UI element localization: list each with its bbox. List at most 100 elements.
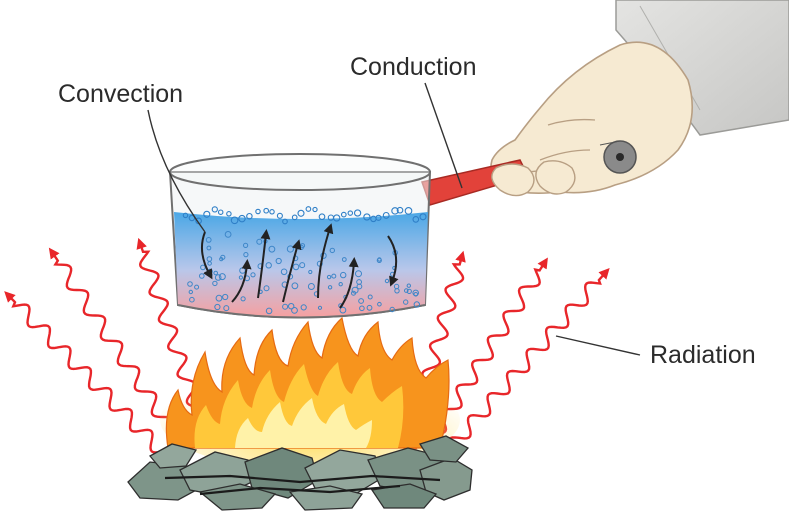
curved-arrow-icon	[200, 231, 213, 280]
bubble	[230, 216, 239, 225]
curved-arrow-icon	[257, 229, 271, 299]
bubble	[413, 292, 419, 297]
bubble	[356, 283, 363, 290]
bubble	[187, 281, 193, 287]
bubble	[194, 284, 200, 290]
bubble	[276, 212, 283, 219]
bubble	[403, 299, 409, 305]
bubble	[218, 273, 226, 281]
bubble	[265, 307, 273, 315]
radiation-label: Radiation	[650, 341, 756, 369]
bubble	[317, 305, 323, 310]
bubble	[212, 280, 218, 287]
bubble	[188, 289, 194, 295]
bubble	[312, 206, 318, 213]
bubble	[240, 296, 246, 302]
bubble	[255, 208, 261, 215]
hand	[490, 41, 694, 194]
bubble	[263, 207, 270, 214]
bubble	[291, 214, 298, 221]
bubble	[305, 206, 312, 212]
curved-arrow-icon	[231, 259, 252, 303]
bubble	[359, 305, 365, 312]
bubble	[340, 211, 347, 218]
pan-rim	[169, 153, 431, 191]
bubble	[288, 303, 295, 310]
bubble	[384, 278, 390, 284]
convection-label: Convection	[58, 80, 184, 108]
bubble	[275, 257, 282, 265]
coals	[127, 435, 473, 511]
bubble	[329, 247, 335, 254]
pan	[168, 153, 432, 319]
coal-piece	[198, 483, 277, 511]
fire	[160, 316, 460, 470]
curved-arrow-icon	[387, 235, 399, 287]
bubble	[307, 283, 315, 290]
bubble	[406, 288, 412, 294]
bubble	[291, 282, 299, 290]
bubble	[413, 301, 420, 308]
bubble	[394, 288, 400, 294]
bubble	[318, 213, 326, 221]
coal-crack	[199, 484, 401, 496]
bubble	[214, 303, 221, 311]
bubble	[355, 270, 362, 278]
bubble	[207, 261, 212, 266]
bubble	[326, 274, 332, 280]
bubble	[250, 272, 256, 278]
bubble	[404, 288, 409, 293]
bubble	[366, 304, 373, 311]
bubble	[182, 212, 189, 219]
bubble	[243, 252, 249, 258]
bubble	[263, 285, 270, 292]
curved-arrow-icon	[282, 239, 302, 303]
bubble	[389, 306, 395, 313]
bubble	[419, 213, 427, 221]
bubble	[340, 271, 347, 279]
bubble	[282, 303, 289, 310]
bubble	[363, 213, 371, 221]
bubble	[282, 218, 288, 225]
coal-crack	[164, 474, 441, 484]
hand-illustration	[490, 0, 789, 194]
bubble	[347, 210, 354, 216]
coal-piece	[288, 485, 364, 511]
bubble	[300, 304, 307, 311]
bubble	[382, 211, 390, 219]
conduction-leader	[424, 82, 463, 189]
bubble	[377, 301, 382, 307]
bubble	[206, 245, 212, 251]
bubble	[412, 216, 420, 223]
leader-lines	[147, 82, 641, 356]
bubble	[331, 273, 337, 279]
bubble	[327, 285, 333, 290]
coal-piece	[419, 435, 470, 463]
curved-arrow-icon	[339, 257, 359, 309]
bubble	[224, 231, 232, 238]
coal-piece	[148, 443, 198, 469]
bubble	[292, 263, 300, 271]
bubble	[268, 245, 276, 253]
bubble	[367, 294, 373, 300]
bubble	[269, 209, 275, 215]
bubble	[341, 257, 347, 262]
bubble	[406, 283, 411, 288]
bubble	[404, 207, 413, 215]
bubble	[351, 286, 359, 294]
bubble	[213, 270, 218, 276]
bubble	[222, 293, 229, 301]
bubble	[211, 206, 218, 213]
bubble	[256, 238, 263, 245]
bubble	[375, 214, 382, 221]
wavy-arrow-icon	[439, 268, 610, 462]
coal-piece	[370, 483, 438, 509]
bubble	[396, 206, 404, 214]
bubble	[333, 214, 341, 222]
bubble	[358, 298, 365, 304]
bubble	[215, 294, 223, 302]
bubble	[214, 274, 222, 281]
bubble	[223, 305, 230, 312]
